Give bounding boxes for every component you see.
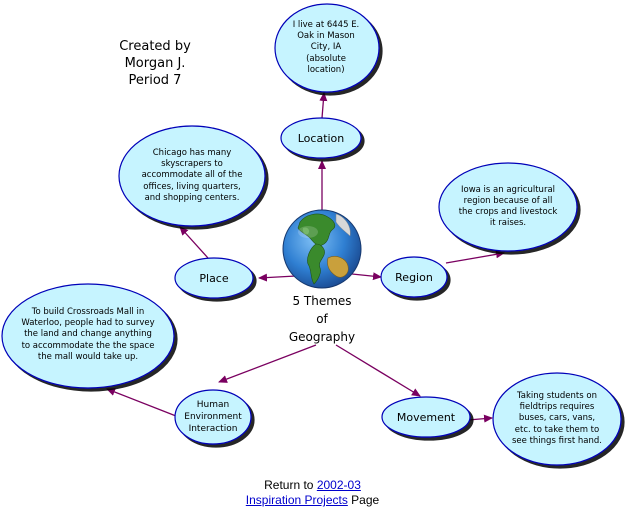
credit-line-3: Period 7: [128, 73, 182, 88]
credit-line-1: Created by: [119, 39, 191, 54]
bubble-region: Iowa is an agricultural region because o…: [458, 184, 558, 229]
footer-prefix: Return to: [264, 478, 317, 492]
bubble-place-shape: [118, 125, 266, 227]
connector-place-bubble: [179, 226, 209, 259]
connector-region-bubble: [445, 250, 505, 264]
bubble-location: I live at 6445 E. Oak in Mason City, IA …: [292, 20, 360, 75]
node-location: Location: [297, 131, 345, 145]
node-region-shape: [380, 256, 448, 298]
node-place-shape: [174, 257, 254, 299]
bubble-human-shape: [1, 283, 175, 389]
center-title: 5 Themes of Geography: [272, 292, 372, 346]
center-title-line-1: 5 Themes: [292, 294, 352, 308]
node-human-line-2: Environment: [184, 412, 242, 422]
node-human-line-3: Interaction: [188, 424, 238, 434]
node-movement: Movement: [396, 410, 456, 424]
node-human: Human Environment Interaction: [176, 396, 250, 438]
footer-suffix: Page: [347, 493, 380, 507]
connector-human-bubble: [106, 388, 177, 417]
link-2002-03[interactable]: 2002-03: [316, 478, 361, 492]
bubble-movement: Taking students on fieldtrips requires b…: [512, 391, 602, 446]
connector-location-bubble: [319, 92, 328, 119]
center-title-line-2: of: [316, 312, 328, 326]
author-credit: Created by Morgan J. Period 7: [100, 38, 210, 89]
footer: Return to 2002-03 Inspiration Projects P…: [0, 478, 625, 508]
connector-movement-bubble: [467, 414, 493, 423]
credit-line-2: Morgan J.: [124, 56, 186, 71]
link-inspiration-projects[interactable]: Inspiration Projects: [245, 493, 348, 507]
theme-nodes: [174, 117, 471, 445]
bubble-movement-shape: [492, 372, 622, 466]
connectors: [106, 92, 505, 423]
center-title-line-3: Geography: [288, 330, 356, 344]
bubble-region-shape: [438, 162, 578, 252]
connector-center-human: [218, 344, 317, 383]
connector-center-place: [258, 273, 297, 282]
bubble-location-shape: [274, 3, 380, 93]
node-human-line-1: Human: [196, 400, 230, 410]
node-place: Place: [199, 271, 229, 285]
node-location-shape: [280, 117, 362, 159]
bubble-place: Chicago has many skyscrapers to accommod…: [141, 148, 243, 203]
connector-center-movement: [335, 344, 421, 397]
text-bubbles: [1, 3, 622, 466]
globe-icon: [282, 209, 362, 289]
node-region: Region: [395, 270, 433, 284]
node-movement-shape: [381, 396, 471, 438]
node-human-shape: [174, 389, 252, 445]
bubble-human: To build Crossroads Mall in Waterloo, pe…: [21, 307, 155, 362]
connector-center-region: [351, 272, 382, 281]
